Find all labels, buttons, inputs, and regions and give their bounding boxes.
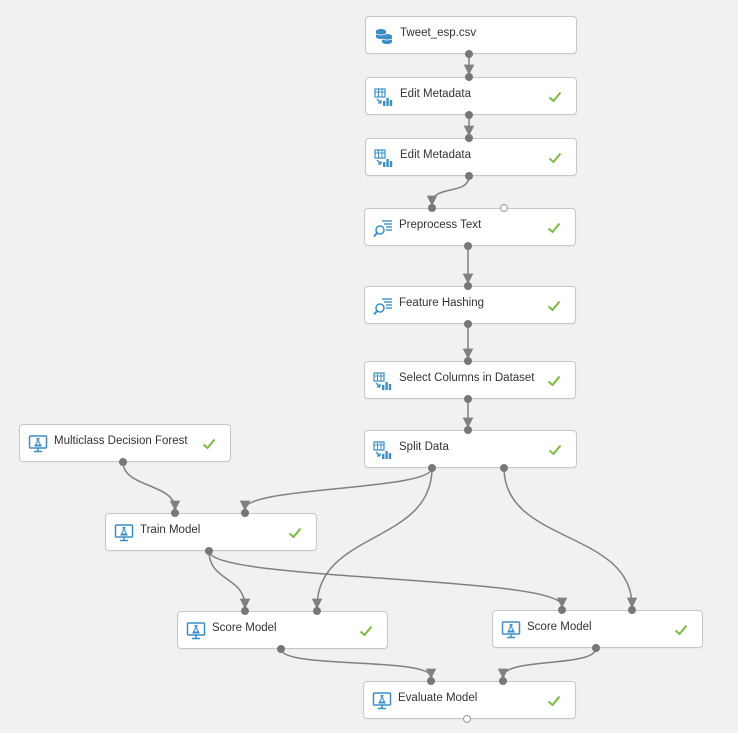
module-eval[interactable]: Evaluate Model <box>363 681 576 719</box>
connection-split-to-score1[interactable] <box>311 467 433 610</box>
output-port[interactable] <box>205 547 213 555</box>
module-label: Multiclass Decision Forest <box>54 435 188 447</box>
module-label: Score Model <box>527 621 592 633</box>
output-port[interactable] <box>277 645 285 653</box>
output-port[interactable] <box>465 172 473 180</box>
text-analytics-icon <box>373 296 393 316</box>
output-port[interactable] <box>592 644 600 652</box>
connection-score1-to-eval[interactable] <box>280 648 437 680</box>
data-transform-icon <box>374 148 394 168</box>
module-label: Tweet_esp.csv <box>400 27 477 39</box>
module-label: Split Data <box>399 441 449 453</box>
module-pre[interactable]: Preprocess Text <box>364 208 576 246</box>
connection-meta2-to-pre[interactable] <box>426 175 470 207</box>
input-port[interactable] <box>464 357 472 365</box>
completed-check-icon <box>674 623 688 637</box>
output-port[interactable] <box>119 458 127 466</box>
input-port[interactable] <box>464 426 472 434</box>
input-port[interactable] <box>313 607 321 615</box>
connection-train-to-score1[interactable] <box>208 550 251 610</box>
data-transform-icon <box>373 371 393 391</box>
module-mdf[interactable]: Multiclass Decision Forest <box>19 424 231 462</box>
module-score1[interactable]: Score Model <box>177 611 388 649</box>
input-port[interactable] <box>241 509 249 517</box>
input-port[interactable] <box>427 677 435 685</box>
input-port[interactable] <box>628 606 636 614</box>
module-tweet[interactable]: Tweet_esp.csv <box>365 16 577 54</box>
completed-check-icon <box>288 526 302 540</box>
module-label: Score Model <box>212 622 277 634</box>
output-port[interactable] <box>464 320 472 328</box>
module-label: Evaluate Model <box>398 692 478 704</box>
input-port[interactable] <box>464 282 472 290</box>
text-analytics-icon <box>373 218 393 238</box>
machine-learning-icon <box>501 620 521 640</box>
module-score2[interactable]: Score Model <box>492 610 703 648</box>
input-port[interactable] <box>499 677 507 685</box>
connection-train-to-score2[interactable] <box>208 550 568 609</box>
connection-split-to-train[interactable] <box>239 467 433 512</box>
output-port[interactable] <box>464 395 472 403</box>
connection-score2-to-eval[interactable] <box>497 647 597 680</box>
module-label: Preprocess Text <box>399 219 482 231</box>
machine-learning-icon <box>372 691 392 711</box>
module-select[interactable]: Select Columns in Dataset <box>364 361 576 399</box>
module-label: Edit Metadata <box>400 149 471 161</box>
module-label: Train Model <box>140 524 201 536</box>
input-port[interactable] <box>465 73 473 81</box>
completed-check-icon <box>547 299 561 313</box>
connection-split-to-score2[interactable] <box>503 467 638 609</box>
machine-learning-icon <box>114 523 134 543</box>
machine-learning-icon <box>186 621 206 641</box>
completed-check-icon <box>547 221 561 235</box>
module-label: Select Columns in Dataset <box>399 372 535 384</box>
module-label: Edit Metadata <box>400 88 471 100</box>
data-transform-icon <box>373 440 393 460</box>
module-hash[interactable]: Feature Hashing <box>364 286 576 324</box>
output-port[interactable] <box>500 464 508 472</box>
input-port[interactable] <box>241 607 249 615</box>
module-meta1[interactable]: Edit Metadata <box>365 77 577 115</box>
module-meta2[interactable]: Edit Metadata <box>365 138 577 176</box>
module-split[interactable]: Split Data <box>364 430 577 468</box>
module-train[interactable]: Train Model <box>105 513 317 551</box>
input-port[interactable] <box>428 204 436 212</box>
connection-mdf-to-train[interactable] <box>122 461 181 512</box>
dataset-icon <box>374 26 394 46</box>
completed-check-icon <box>547 694 561 708</box>
machine-learning-icon <box>28 434 48 454</box>
input-port[interactable] <box>500 204 508 212</box>
input-port[interactable] <box>171 509 179 517</box>
data-transform-icon <box>374 87 394 107</box>
completed-check-icon <box>202 437 216 451</box>
input-port[interactable] <box>465 134 473 142</box>
output-port[interactable] <box>463 715 471 723</box>
completed-check-icon <box>359 624 373 638</box>
module-label: Feature Hashing <box>399 297 485 309</box>
output-port[interactable] <box>465 111 473 119</box>
input-port[interactable] <box>558 606 566 614</box>
completed-check-icon <box>548 90 562 104</box>
completed-check-icon <box>548 443 562 457</box>
output-port[interactable] <box>464 242 472 250</box>
output-port[interactable] <box>428 464 436 472</box>
output-port[interactable] <box>465 50 473 58</box>
completed-check-icon <box>548 151 562 165</box>
completed-check-icon <box>547 374 561 388</box>
